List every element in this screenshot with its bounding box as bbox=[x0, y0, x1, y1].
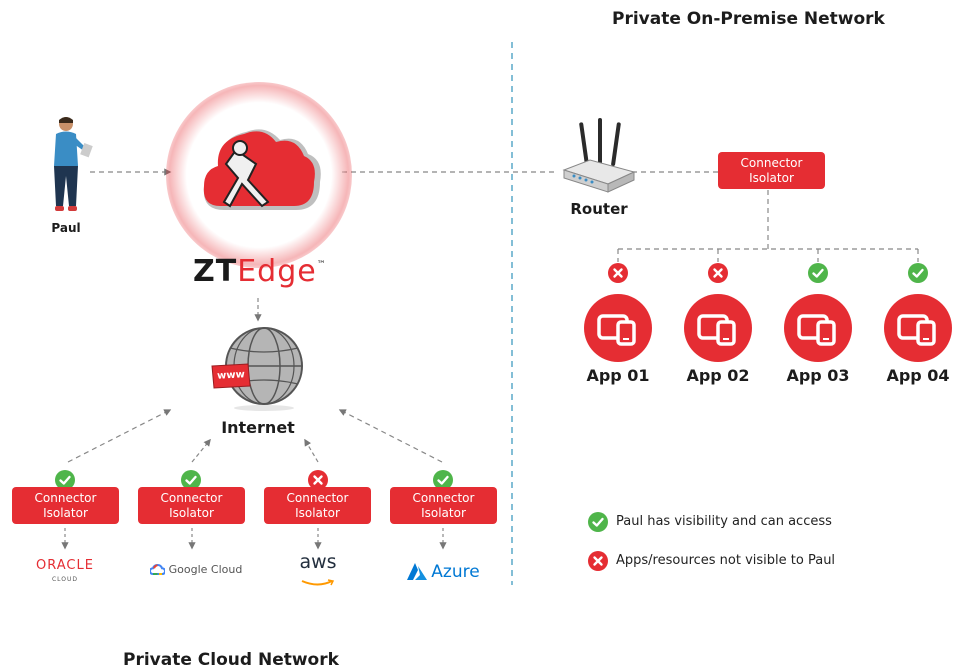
www-badge: www bbox=[216, 369, 246, 382]
oracle-logo-text: ORACLE bbox=[36, 558, 94, 573]
allowed-icon bbox=[433, 470, 453, 490]
legend-denied-text: Apps/resources not visible to Paul bbox=[616, 553, 836, 568]
connector-line2: Isolator bbox=[421, 505, 466, 520]
on-premise-network-title: Private On-Premise Network bbox=[612, 9, 885, 29]
app-03-icon bbox=[784, 294, 852, 362]
router-label: Router bbox=[570, 200, 628, 218]
devices-icon bbox=[797, 314, 836, 346]
connector-line1: Connector bbox=[412, 490, 475, 505]
allowed-icon bbox=[908, 263, 928, 283]
aws-logo-text: aws bbox=[299, 551, 337, 573]
denied-icon bbox=[308, 470, 328, 490]
app-02-label: App 02 bbox=[686, 366, 750, 385]
devices-icon bbox=[697, 314, 736, 346]
connector-line1: Connector bbox=[286, 490, 349, 505]
azure-connector-isolator: Connector Isolator bbox=[390, 487, 497, 524]
user-name-label: Paul bbox=[51, 221, 81, 235]
oracle-connector-isolator: Connector Isolator bbox=[12, 487, 119, 524]
denied-icon bbox=[708, 263, 728, 283]
app-01-label: App 01 bbox=[586, 366, 650, 385]
app-02-icon bbox=[684, 294, 752, 362]
oracle-logo-subtext: CLOUD bbox=[51, 576, 79, 583]
connector-line2: Isolator bbox=[295, 505, 340, 520]
aws-smile-icon bbox=[301, 579, 335, 586]
isolation-cloud-icon bbox=[203, 129, 321, 210]
legend-allowed-text: Paul has visibility and can access bbox=[616, 514, 832, 529]
connector-line2: Isolator bbox=[169, 505, 214, 520]
google-cloud-text: Google Cloud bbox=[168, 563, 243, 576]
allowed-icon bbox=[588, 512, 608, 532]
azure-logo: Azure bbox=[398, 562, 488, 582]
ztedge-logo-tm: ™ bbox=[316, 260, 327, 270]
app-03-label: App 03 bbox=[786, 366, 850, 385]
aws-logo: aws bbox=[290, 552, 346, 591]
devices-icon bbox=[597, 314, 636, 346]
person-icon bbox=[54, 117, 93, 211]
allowed-icon bbox=[181, 470, 201, 490]
ztedge-logo-edge: Edge bbox=[237, 254, 317, 289]
azure-icon bbox=[407, 563, 428, 580]
azure-text: Azure bbox=[431, 562, 480, 582]
ztedge-logo-zt: ZT bbox=[193, 254, 238, 289]
google-cloud-icon bbox=[149, 564, 165, 575]
app-01-icon bbox=[584, 294, 652, 362]
ztedge-logo: ZTEdge™ bbox=[193, 254, 327, 289]
devices-icon bbox=[897, 314, 936, 346]
app-04-label: App 04 bbox=[886, 366, 950, 385]
connector-line2: Isolator bbox=[749, 170, 794, 185]
app-04-icon bbox=[884, 294, 952, 362]
google-cloud-logo: Google Cloud bbox=[148, 563, 244, 576]
oracle-logo: ORACLE CLOUD bbox=[22, 558, 108, 583]
connector-line1: Connector bbox=[34, 490, 97, 505]
allowed-icon bbox=[55, 470, 75, 490]
denied-icon bbox=[588, 551, 608, 571]
aws-connector-isolator: Connector Isolator bbox=[264, 487, 371, 524]
cloud-network-title: Private Cloud Network bbox=[123, 650, 339, 670]
denied-icon bbox=[608, 263, 628, 283]
allowed-icon bbox=[808, 263, 828, 283]
google-connector-isolator: Connector Isolator bbox=[138, 487, 245, 524]
connector-line1: Connector bbox=[740, 155, 803, 170]
router-icon bbox=[562, 118, 636, 193]
internet-label: Internet bbox=[221, 418, 295, 437]
globe-icon bbox=[211, 327, 303, 411]
onprem-connector-isolator: Connector Isolator bbox=[718, 152, 825, 189]
connector-line1: Connector bbox=[160, 490, 223, 505]
connector-line2: Isolator bbox=[43, 505, 88, 520]
